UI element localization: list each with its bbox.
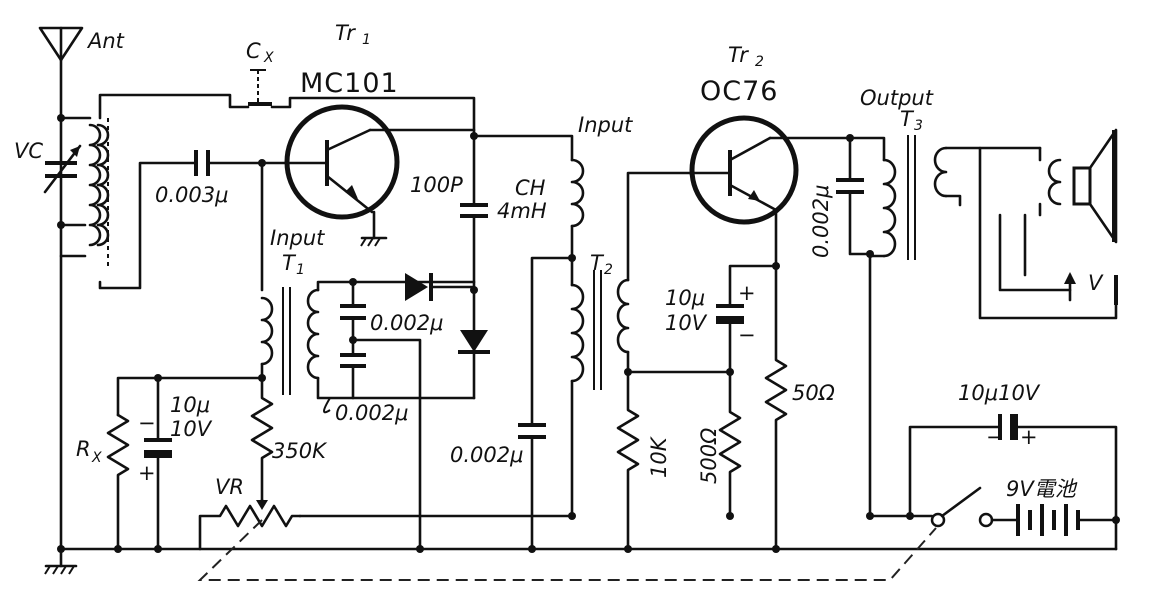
capacitor-0002u-t1-top (340, 280, 366, 357)
capacitor-0002u-ch (518, 256, 574, 551)
label-left-cap-minus: − (138, 411, 156, 435)
capacitor-10u-mid (716, 264, 778, 374)
label-right-cap-plus: + (1020, 425, 1038, 449)
label-tr2: Tr (728, 43, 749, 67)
label-tr1-part: MC101 (300, 68, 399, 99)
label-c-0002u-t1-top: 0.002μ (370, 311, 443, 335)
label-mid-cap-minus: − (738, 323, 756, 347)
capacitor-0002u-t1-bottom (340, 353, 366, 400)
capacitor-10u-left (144, 376, 172, 551)
label-c-100p: 100P (410, 173, 463, 197)
diode-top (405, 273, 476, 301)
label-r-50ohm: 50Ω (792, 381, 835, 405)
label-tr1-sub: 1 (362, 32, 371, 48)
capacitor-0002u-output (836, 178, 872, 256)
label-input-t2: Input (578, 113, 633, 137)
label-cx-sub: X (263, 50, 274, 66)
label-input-t1: Input (270, 226, 325, 250)
label-r-350k: 350K (272, 439, 328, 463)
rf-choke-ch (570, 158, 585, 260)
resistor-50ohm (764, 264, 788, 551)
label-rx: R (76, 437, 91, 461)
capacitor-10u-right (908, 414, 1118, 518)
variable-capacitor-vc (43, 144, 82, 194)
label-ch-value: 4mH (497, 199, 547, 223)
label-cap-10u-left-2: 10V (170, 417, 213, 441)
transistor-tr1 (260, 104, 476, 247)
label-cx: C (246, 39, 261, 63)
label-cap-10u-left-1: 10μ (170, 393, 210, 417)
label-vr: VR (215, 475, 244, 499)
ground-symbol (44, 547, 78, 575)
transformer-t3 (848, 135, 1118, 518)
diode-right (418, 288, 490, 400)
label-c-0003u: 0.003μ (155, 183, 228, 207)
output-meter (998, 213, 1118, 305)
label-meter-v: V (1088, 271, 1104, 295)
label-c-0002u-ch: 0.002μ (450, 443, 523, 467)
label-ant: Ant (86, 29, 125, 53)
speaker (978, 128, 1118, 244)
resistor-500ohm (718, 370, 742, 518)
label-tr2-sub: 2 (755, 54, 764, 70)
label-tr1: Tr (335, 21, 356, 45)
label-mid-cap-plus: + (738, 281, 756, 305)
label-t2: T (590, 251, 605, 275)
label-rx-sub: X (91, 450, 102, 466)
label-t3: T (900, 107, 915, 131)
label-cap-10u-mid-2: 10V (665, 311, 708, 335)
label-c-0002u-output: 0.002μ (809, 185, 833, 258)
label-r-500ohm: 500Ω (697, 428, 721, 484)
antenna-symbol (38, 26, 84, 62)
label-output: Output (860, 86, 934, 110)
label-t1-sub: 1 (296, 262, 305, 278)
resistor-rx (106, 413, 130, 551)
label-cap-10u-mid-1: 10μ (665, 286, 705, 310)
ganged-switch-link (197, 519, 937, 581)
label-right-cap-minus: − (986, 425, 1004, 449)
label-t2-sub: 2 (604, 262, 613, 278)
label-tr2-part: OC76 (700, 76, 778, 107)
battery-9v (990, 504, 1118, 551)
label-t1: T (282, 251, 297, 275)
label-r-10k: 10K (647, 435, 671, 478)
label-left-cap-plus: + (138, 461, 156, 485)
wire-top-cx (98, 93, 250, 120)
power-switch (868, 486, 994, 528)
antenna-coil (59, 116, 198, 290)
label-t3-sub: 3 (914, 118, 923, 134)
resistor-350k (250, 376, 274, 502)
label-battery: 9V電池 (1006, 477, 1078, 501)
label-cap-10u-right: 10μ10V (958, 381, 1041, 405)
label-vc: VC (14, 139, 43, 163)
transformer-t2 (570, 171, 692, 518)
label-ch-name: CH (515, 176, 546, 200)
transformer-t1 (260, 280, 476, 400)
trimmer-capacitor-cx (248, 69, 272, 106)
capacitor-100p (460, 134, 488, 292)
potentiometer-vr (198, 498, 572, 551)
resistor-10k (616, 370, 640, 551)
capacitor-0003u (194, 150, 210, 176)
label-c-0002u-t1-bottom: 0.002μ (335, 401, 408, 425)
